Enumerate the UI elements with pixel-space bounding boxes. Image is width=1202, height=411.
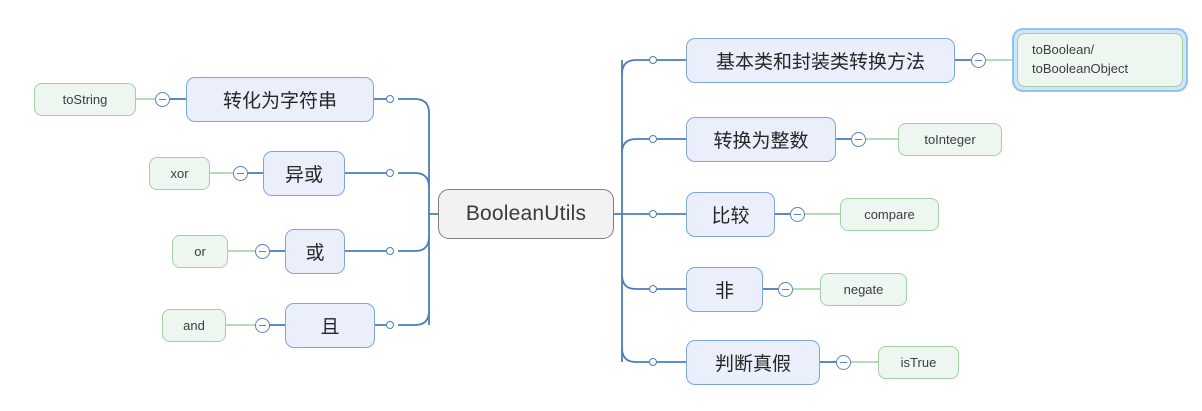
leaf-node-istrue[interactable]: isTrue [878, 346, 959, 379]
branch-node-negate[interactable]: 非 [686, 267, 763, 312]
junction-dot [386, 95, 394, 103]
collapse-toggle-icon[interactable] [790, 207, 805, 222]
junction-dot [649, 210, 657, 218]
leaf-node-toboolean[interactable]: toBoolean/ toBooleanObject [1017, 33, 1183, 87]
branch-node-to-integer[interactable]: 转换为整数 [686, 117, 836, 162]
leaf-node-and[interactable]: and [162, 309, 226, 342]
branch-node-primitive-wrapper-conversion[interactable]: 基本类和封装类转换方法 [686, 38, 955, 83]
junction-dot [386, 321, 394, 329]
collapse-toggle-icon[interactable] [155, 92, 170, 107]
collapse-toggle-icon[interactable] [836, 355, 851, 370]
leaf-node-xor[interactable]: xor [149, 157, 210, 190]
collapse-toggle-icon[interactable] [255, 318, 270, 333]
branch-node-to-string[interactable]: 转化为字符串 [186, 77, 374, 122]
root-node-booleanutils[interactable]: BooleanUtils [438, 189, 614, 239]
junction-dot [649, 358, 657, 366]
junction-dot [386, 247, 394, 255]
collapse-toggle-icon[interactable] [778, 282, 793, 297]
junction-dot [649, 135, 657, 143]
leaf-node-compare[interactable]: compare [840, 198, 939, 231]
branch-node-or[interactable]: 或 [285, 229, 345, 274]
leaf-node-negate[interactable]: negate [820, 273, 907, 306]
branch-node-and[interactable]: 且 [285, 303, 375, 348]
junction-dot [649, 56, 657, 64]
branch-node-xor[interactable]: 异或 [263, 151, 345, 196]
collapse-toggle-icon[interactable] [255, 244, 270, 259]
leaf-node-tostring[interactable]: toString [34, 83, 136, 116]
branch-node-is-true[interactable]: 判断真假 [686, 340, 820, 385]
junction-dot [649, 285, 657, 293]
collapse-toggle-icon[interactable] [851, 132, 866, 147]
collapse-toggle-icon[interactable] [233, 166, 248, 181]
collapse-toggle-icon[interactable] [971, 53, 986, 68]
leaf-node-tointeger[interactable]: toInteger [898, 123, 1002, 156]
junction-dot [386, 169, 394, 177]
branch-node-compare[interactable]: 比较 [686, 192, 775, 237]
leaf-node-or[interactable]: or [172, 235, 228, 268]
